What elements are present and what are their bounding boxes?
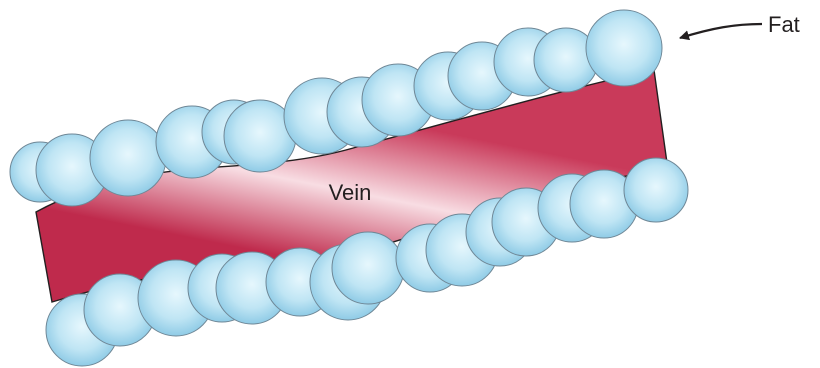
fat-arrow — [680, 24, 762, 38]
fat-label: Fat — [768, 12, 800, 37]
fat-circle — [624, 158, 688, 222]
vein-label: Vein — [329, 180, 372, 205]
fat-circle — [90, 120, 166, 196]
fat-circle — [586, 10, 662, 86]
fat-circle — [332, 232, 404, 304]
